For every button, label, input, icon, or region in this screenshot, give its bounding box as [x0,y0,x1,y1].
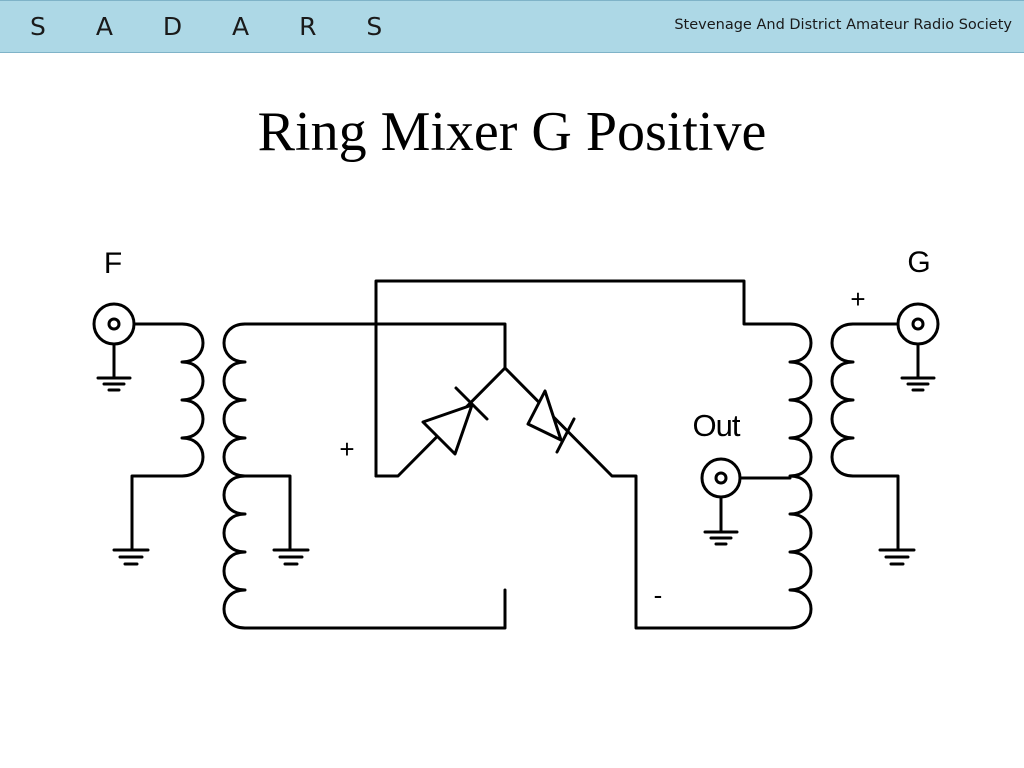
g-connector-icon [896,302,940,346]
header-banner: S A D A R S Stevenage And District Amate… [0,0,1024,53]
ground-icon [112,548,150,566]
g-port-label: G [907,246,930,279]
left-secondary-top-wire [243,322,507,370]
out-connector-icon [700,457,742,499]
f-connector-icon [92,302,136,346]
f-port-label: F [104,247,122,280]
diode-right-lead-wire [503,366,792,630]
minus-label: - [654,580,663,610]
diode-icon [421,386,489,456]
diode-left-lead-wire [374,366,507,478]
slide-title: Ring Mixer G Positive [257,101,767,163]
right-primary-coil-icon [830,322,855,478]
top-loop-wire [374,279,792,478]
ground-icon [900,376,936,392]
plus-label-center: + [339,434,354,464]
left-secondary-coil-icon [222,322,247,630]
ground-icon [96,376,132,392]
out-port-label: Out [693,408,741,443]
brand-logo-text: S A D A R S [30,12,404,41]
ground-icon [272,548,310,566]
society-name: Stevenage And District Amateur Radio Soc… [674,17,1012,33]
right-secondary-coil-icon [788,322,813,630]
left-primary-coil-icon [180,322,205,478]
right-primary-ground-wire [851,474,900,552]
left-primary-ground-wire [130,474,184,552]
left-secondary-centre-tap-wire [243,474,292,552]
left-secondary-bottom-wire [243,588,507,630]
plus-label-g: + [850,284,865,314]
ground-icon [703,530,739,546]
ground-icon [878,548,916,566]
diode-icon [526,389,576,454]
